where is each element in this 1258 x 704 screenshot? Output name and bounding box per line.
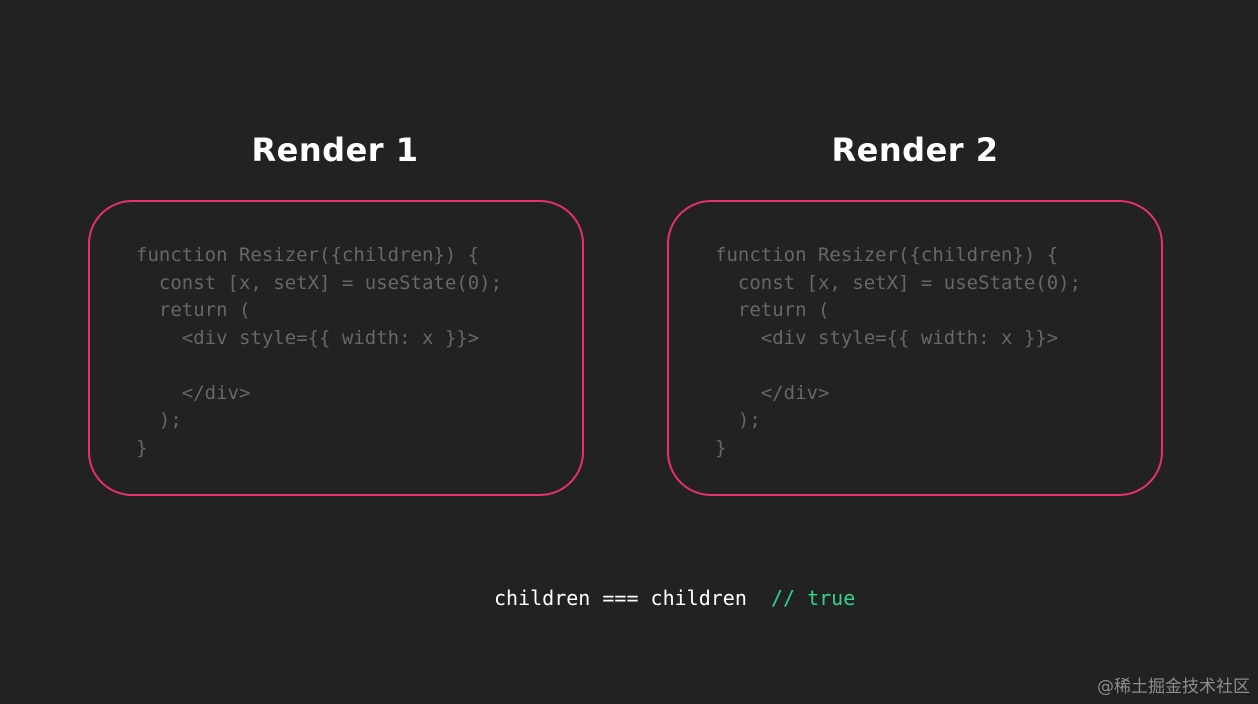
code-line: ); bbox=[715, 409, 761, 431]
render-1-title: Render 1 bbox=[251, 131, 419, 169]
code-line: const [x, setX] = useState(0); bbox=[715, 271, 1082, 294]
equality-right-operand: children bbox=[650, 586, 747, 610]
equality-result-comment: // true bbox=[770, 586, 856, 610]
children-equality-expression: children === children // true bbox=[494, 584, 855, 612]
code-line: return ( bbox=[136, 299, 251, 321]
code-line: } bbox=[136, 436, 148, 459]
render-1-code: function Resizer({children}) { const [x,… bbox=[136, 242, 502, 462]
code-line: function Resizer({children}) { bbox=[715, 244, 1059, 266]
code-line: <div style={{ width: x }}> bbox=[715, 326, 1059, 349]
code-line: function Resizer({children}) { bbox=[136, 244, 480, 266]
code-line: const [x, setX] = useState(0); bbox=[136, 271, 503, 294]
watermark: @稀土掘金技术社区 bbox=[1097, 677, 1250, 697]
render-2-code-box: function Resizer({children}) { const [x,… bbox=[667, 200, 1163, 496]
code-line: return ( bbox=[715, 299, 830, 321]
equality-left-operand: children bbox=[494, 586, 591, 610]
render-2-code: function Resizer({children}) { const [x,… bbox=[715, 242, 1081, 462]
code-line: </div> bbox=[715, 381, 830, 404]
code-line: <div style={{ width: x }}> bbox=[136, 326, 480, 349]
render-1-code-box: function Resizer({children}) { const [x,… bbox=[88, 200, 584, 496]
code-line: } bbox=[715, 436, 727, 459]
code-line: </div> bbox=[136, 381, 251, 404]
render-2-title: Render 2 bbox=[831, 131, 999, 169]
strict-equal-operator: === bbox=[602, 586, 639, 610]
code-line: ); bbox=[136, 409, 182, 431]
